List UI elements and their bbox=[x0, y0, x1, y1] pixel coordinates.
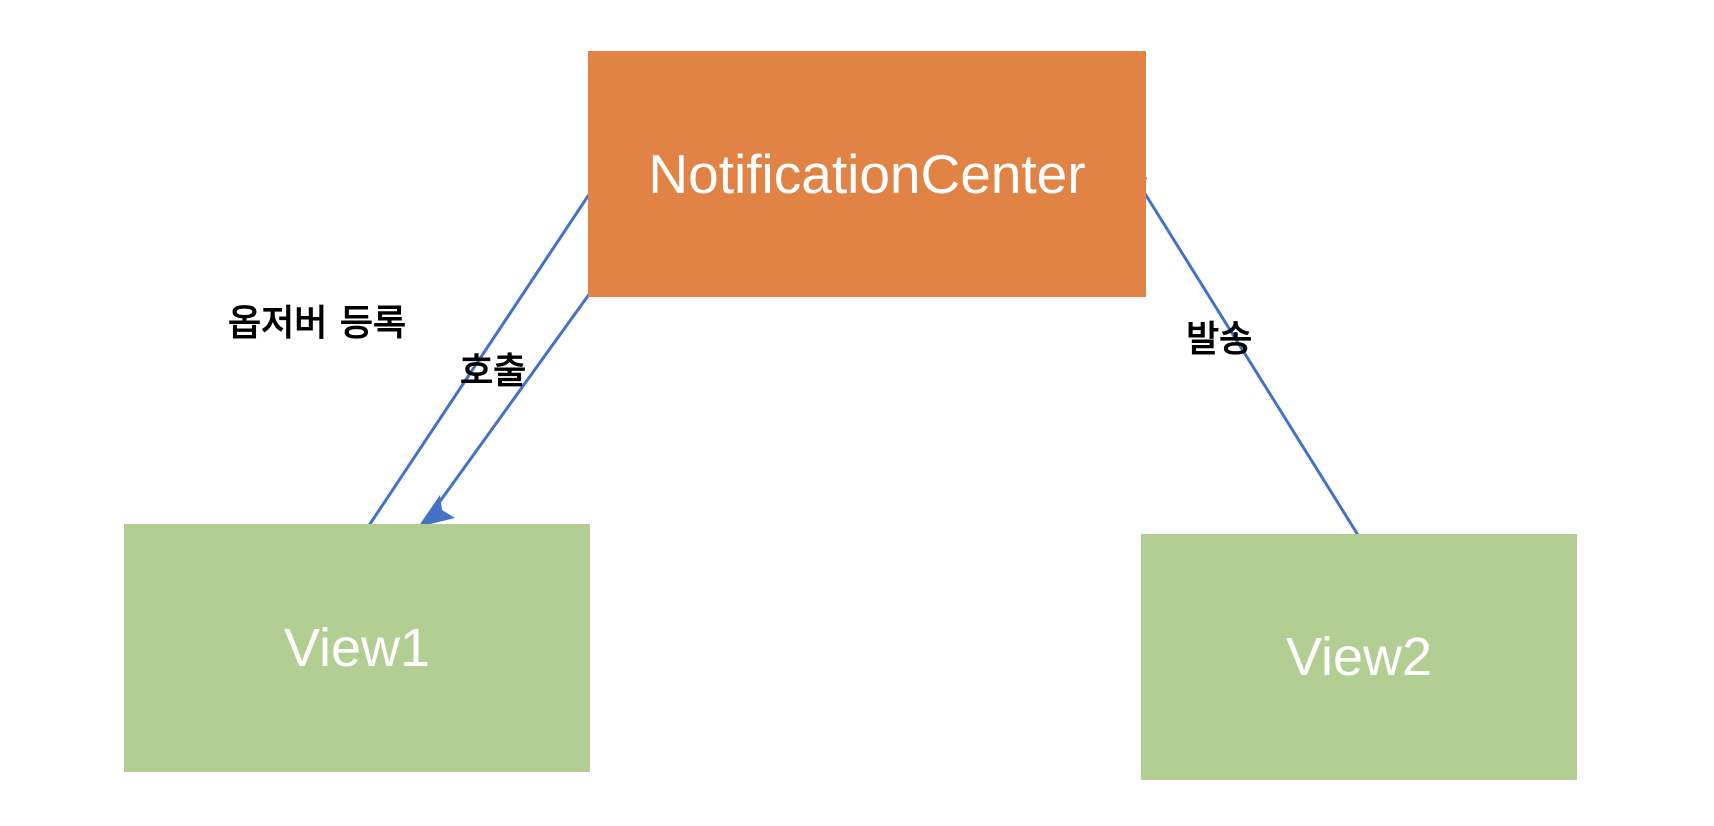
edge-call-arrowhead bbox=[418, 495, 455, 527]
node-view1[interactable]: View1 bbox=[124, 524, 590, 772]
node-notification-center[interactable]: NotificationCenter bbox=[588, 51, 1146, 297]
edge-label-call: 호출 bbox=[460, 351, 527, 392]
edge-register-line bbox=[362, 183, 598, 534]
edge-label-dispatch: 발송 bbox=[1186, 319, 1253, 360]
node-view2[interactable]: View2 bbox=[1141, 534, 1577, 780]
node-notification-center-label: NotificationCenter bbox=[648, 142, 1086, 205]
node-view1-label: View1 bbox=[283, 618, 431, 678]
node-view2-label: View2 bbox=[1285, 627, 1433, 687]
edge-dispatch-line bbox=[1137, 183, 1360, 536]
edge-label-register: 옵저버 등록 bbox=[228, 303, 407, 344]
